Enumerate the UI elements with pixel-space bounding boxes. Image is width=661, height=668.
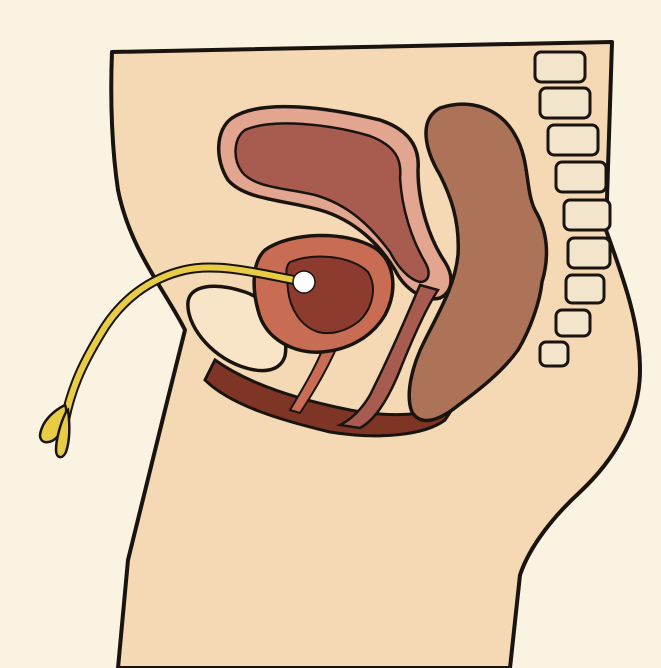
vertebra <box>568 238 610 268</box>
vertebra <box>556 162 606 192</box>
vertebra <box>535 52 585 82</box>
vertebra <box>556 310 590 336</box>
catheter-tip <box>293 271 315 293</box>
vertebra <box>564 200 610 230</box>
vertebra <box>540 342 568 366</box>
vertebra <box>548 125 598 155</box>
vertebra <box>540 88 590 118</box>
vertebra <box>566 275 604 303</box>
